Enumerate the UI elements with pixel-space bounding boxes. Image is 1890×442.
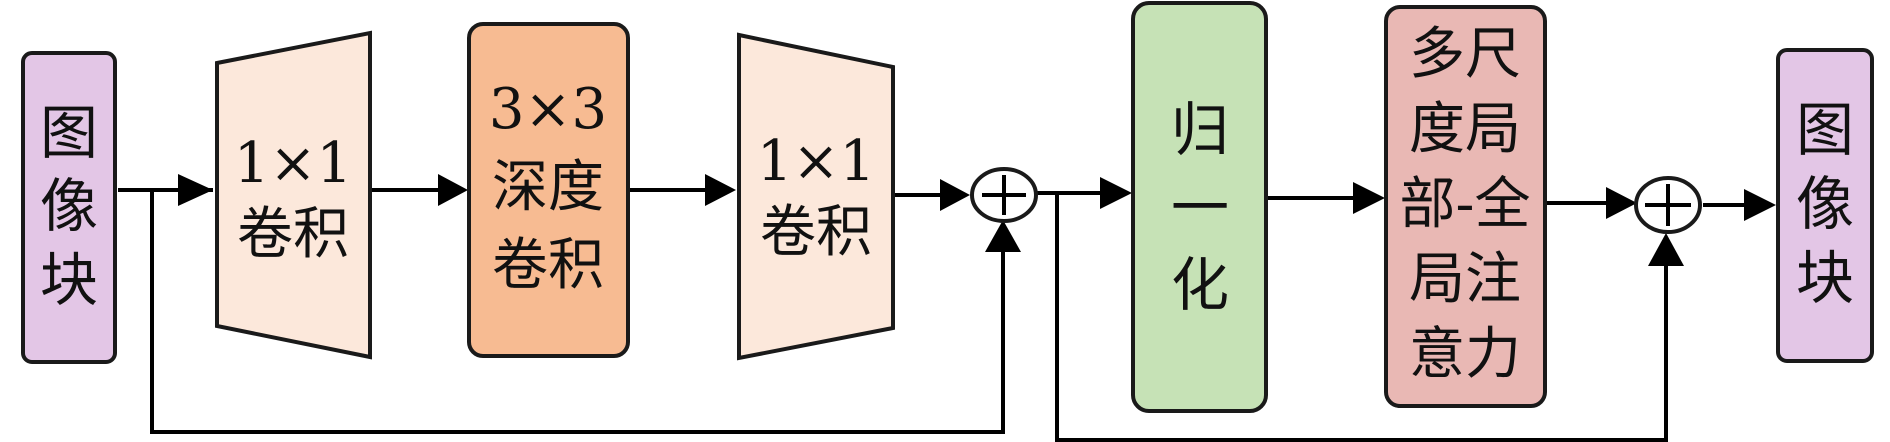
attention-line-2: 度局 <box>1409 97 1521 162</box>
arrowhead-add2 <box>1606 187 1637 219</box>
normalization-line-1: 归 <box>1171 96 1229 164</box>
attention-line-3: 部-全 <box>1400 172 1531 237</box>
input-patch-line-3: 块 <box>40 246 98 314</box>
conv1x1-2-line-1: 1×1 <box>757 129 875 194</box>
normalization-box <box>1131 1 1268 413</box>
output-patch-line-2: 像 <box>1796 170 1854 238</box>
input-patch-block: 图 像 块 <box>21 51 117 364</box>
input-patch-box <box>21 51 117 364</box>
arrowhead-residual-1 <box>985 220 1021 252</box>
normalization-line-3: 化 <box>1171 251 1229 319</box>
conv1x1-1-line-2: 卷积 <box>237 202 349 267</box>
normalization-line-2: 一 <box>1171 174 1229 242</box>
input-patch-line-1: 图 <box>40 99 98 167</box>
conv1x1-1-line-1: 1×1 <box>234 131 352 196</box>
arrowhead-conv1 <box>178 174 213 206</box>
add-node-2 <box>1634 176 1702 234</box>
connectors <box>118 174 1776 442</box>
input-patch-line-2: 像 <box>40 172 98 240</box>
add-node-1 <box>970 167 1038 223</box>
arrowhead-residual-2 <box>1648 233 1684 266</box>
output-patch-line-1: 图 <box>1796 96 1854 164</box>
conv1x1-block-2: 1×1 卷积 <box>737 32 895 361</box>
depthwise-conv-box <box>467 22 630 358</box>
output-patch-block: 图 像 块 <box>1776 48 1874 363</box>
arrowhead-depthwise <box>438 174 468 206</box>
attention-line-5: 意力 <box>1409 322 1521 387</box>
depthwise-conv-block: 3×3 深度 卷积 <box>467 22 630 358</box>
output-patch-line-3: 块 <box>1796 244 1854 312</box>
attention-line-4: 局注 <box>1409 247 1521 312</box>
conv1x1-trapezoid-1 <box>215 30 372 360</box>
conv1x1-block-1: 1×1 卷积 <box>215 30 372 360</box>
attention-block: 多尺 度局 部-全 局注 意力 <box>1384 5 1547 408</box>
depthwise-line-2: 深度 <box>492 155 604 220</box>
residual-skip-1 <box>150 190 1005 434</box>
arrowhead-attention <box>1353 182 1385 214</box>
attention-line-1: 多尺 <box>1409 22 1521 87</box>
normalization-block: 归 一 化 <box>1131 1 1268 413</box>
residual-skip-2 <box>1055 193 1668 442</box>
arrowhead-add1 <box>940 179 970 211</box>
arrowhead-conv2 <box>705 174 736 206</box>
arrowhead-norm <box>1100 177 1132 209</box>
conv1x1-trapezoid-2 <box>737 32 895 361</box>
depthwise-line-1: 3×3 <box>489 77 607 142</box>
arrowhead-output <box>1744 189 1776 221</box>
attention-box <box>1384 5 1547 408</box>
depthwise-line-3: 卷积 <box>492 233 604 298</box>
conv1x1-2-line-2: 卷积 <box>760 200 872 265</box>
output-patch-box <box>1776 48 1874 363</box>
